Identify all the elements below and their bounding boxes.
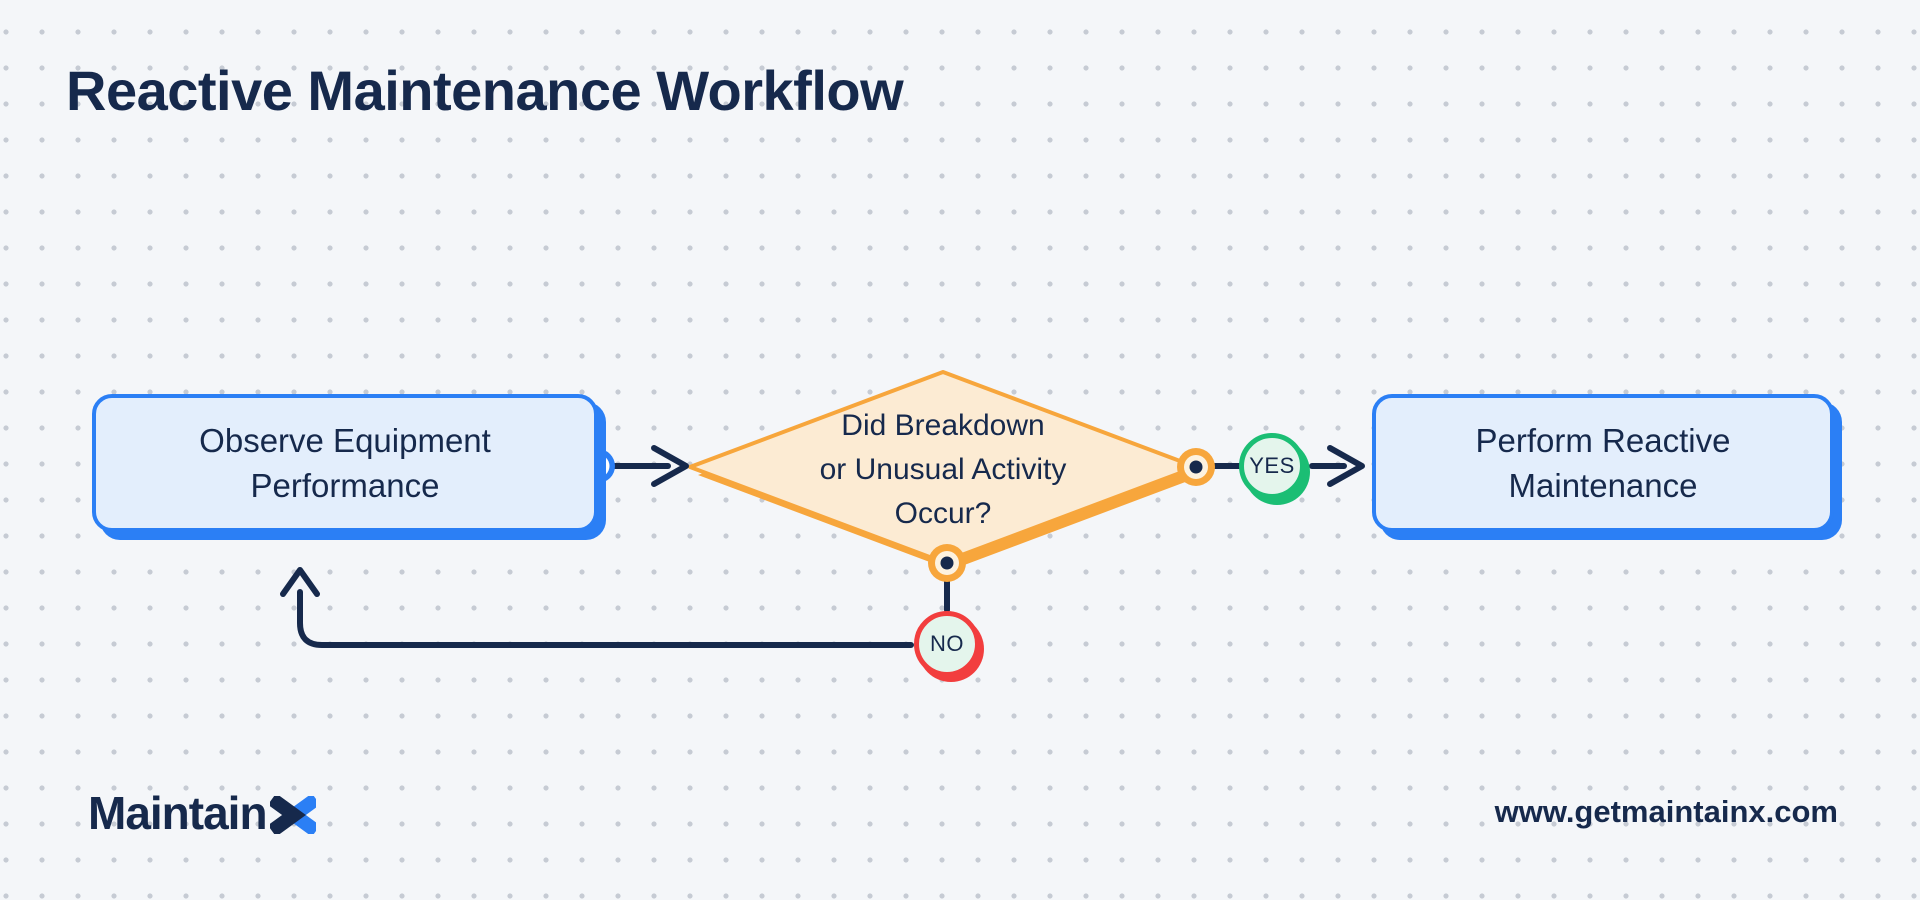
node-label-line: Maintenance bbox=[1508, 467, 1698, 504]
brand-wordmark: Maintain bbox=[88, 787, 268, 839]
website-url: www.getmaintainx.com bbox=[1494, 794, 1838, 829]
node-label-line: Performance bbox=[250, 467, 440, 504]
node-observe-equipment: Observe Equipment Performance bbox=[92, 394, 598, 532]
node-label-line: Observe Equipment bbox=[199, 422, 491, 459]
node-label-line: Occur? bbox=[894, 497, 992, 530]
no-badge: NO bbox=[914, 611, 980, 677]
node-perform-reactive: Perform Reactive Maintenance bbox=[1372, 394, 1834, 532]
node-label-line: Perform Reactive bbox=[1475, 422, 1731, 459]
node-decision-label: Did Breakdown or Unusual Activity Occur? bbox=[763, 404, 1123, 536]
edge-no-loopback bbox=[297, 589, 914, 648]
arrowhead-up bbox=[280, 567, 320, 597]
yes-badge: YES bbox=[1239, 433, 1305, 499]
node-label-line: or Unusual Activity bbox=[819, 453, 1067, 486]
page-title: Reactive Maintenance Workflow bbox=[66, 59, 904, 122]
connector-dot-orange-right-core bbox=[1189, 460, 1203, 474]
connector-dot-orange-bottom-core bbox=[940, 556, 954, 570]
node-label-line: Did Breakdown bbox=[841, 409, 1045, 442]
brand-logo: Maintain bbox=[88, 786, 316, 840]
arrowhead-right-2 bbox=[1327, 445, 1365, 487]
brand-x-icon bbox=[269, 796, 316, 834]
arrowhead-right-1 bbox=[651, 445, 689, 487]
